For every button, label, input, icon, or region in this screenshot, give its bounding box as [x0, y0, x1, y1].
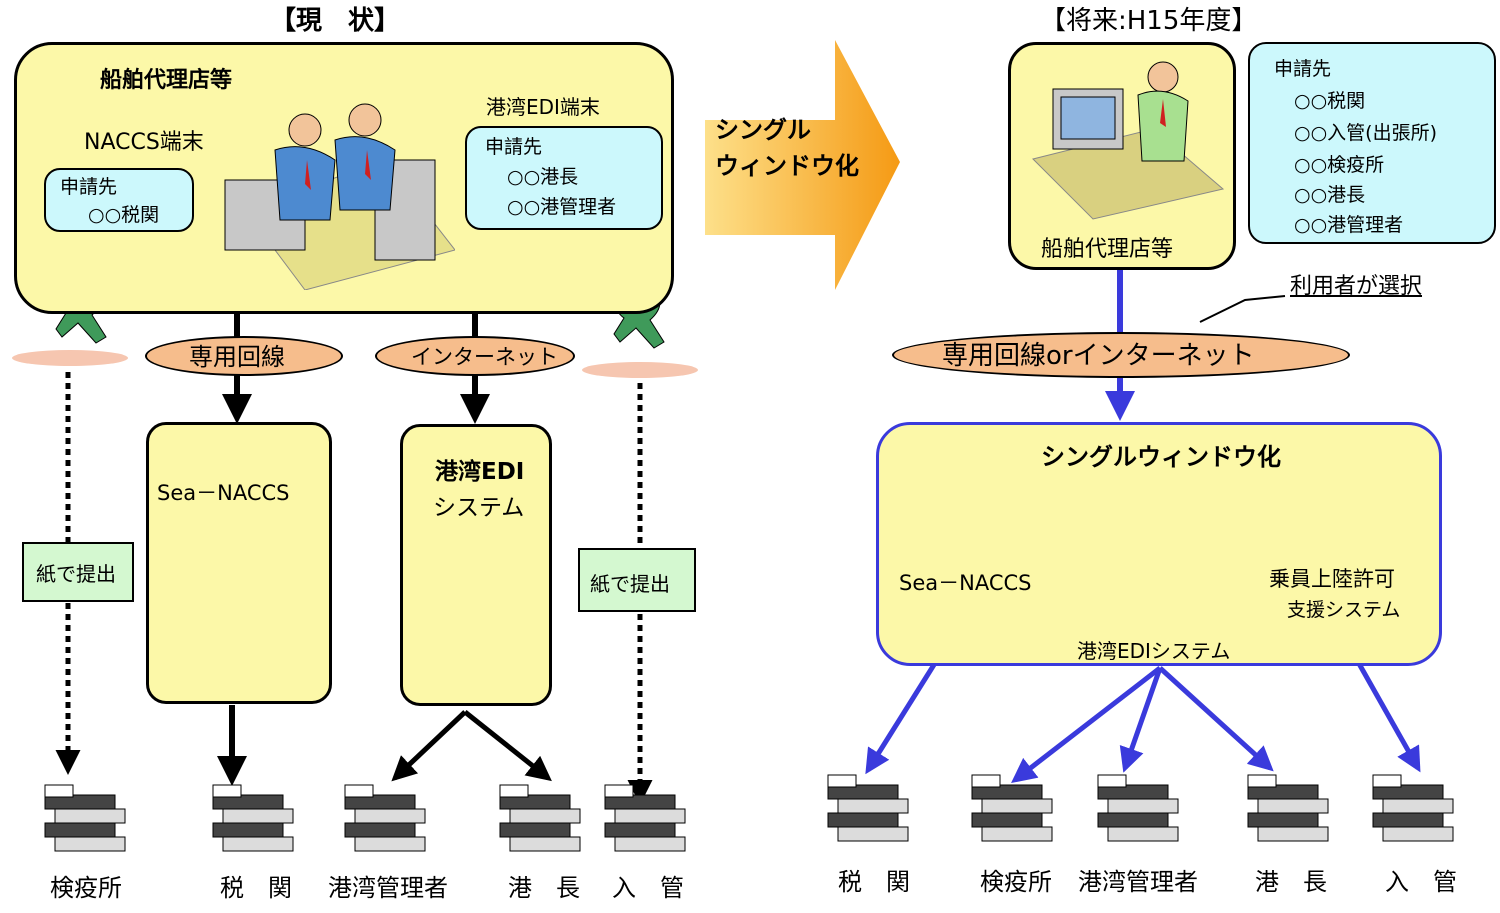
- dest-right-1: 検疫所: [980, 868, 1052, 896]
- dest-right-4: 入 管: [1385, 868, 1457, 896]
- internet-line-oval: インターネット: [375, 336, 575, 376]
- agent-panel-right: 船舶代理店等: [1008, 42, 1236, 270]
- agents-label-left: 船舶代理店等: [100, 68, 233, 93]
- arrow-edi-to-portmgr: [391, 710, 467, 782]
- dest-left-3: 港 長: [508, 874, 580, 902]
- apply-box-left: 申請先 ○○税関: [44, 168, 194, 232]
- dest-right-2: 港湾管理者: [1078, 868, 1198, 896]
- left-heading: 【現 状】: [270, 6, 401, 36]
- apply-future-item-2: ○○検疫所: [1294, 154, 1385, 176]
- apply-box-future: 申請先 ○○税関 ○○入管(出張所) ○○検疫所 ○○港長 ○○港管理者: [1248, 42, 1496, 244]
- document-stack-icon-3: [499, 784, 581, 852]
- apply-future-item-4: ○○港管理者: [1294, 214, 1404, 236]
- apply-box-right: 申請先 ○○港長 ○○港管理者: [465, 126, 663, 230]
- document-stack-icon-9: [1372, 774, 1454, 842]
- dest-right-0: 税 関: [838, 868, 910, 896]
- paper-note-left: 紙で提出: [22, 542, 134, 602]
- apply-item-customs: ○○税関: [88, 204, 160, 226]
- right-heading: 【将来:H15年度】: [1040, 6, 1258, 36]
- arrow-edi-to-harbormaster: [463, 710, 552, 782]
- sys-edi-label: 港湾EDIシステム: [1077, 639, 1231, 663]
- dest-left-1: 税 関: [220, 874, 292, 902]
- sys-crew-label-1: 乗員上陸許可: [1269, 567, 1395, 591]
- sea-naccs-label: Sea－NACCS: [157, 481, 290, 505]
- agents-label-right: 船舶代理店等: [1041, 237, 1174, 262]
- apply-item-harbormaster: ○○港長: [507, 166, 579, 188]
- office-workers-illustration: [215, 100, 456, 291]
- single-window-label: シングルウィンドウ化: [1041, 443, 1281, 471]
- apply-future-item-1: ○○入管(出張所): [1294, 122, 1437, 144]
- network-oval-right: 専用回線orインターネット: [892, 332, 1350, 378]
- document-stack-icon-8: [1247, 774, 1329, 842]
- document-stack-icon-5: [827, 774, 909, 842]
- document-stack-icon-2: [344, 784, 426, 852]
- edi-system-label-2: システム: [433, 495, 525, 521]
- arrow-to-portmgr-r: [1119, 667, 1163, 773]
- naccs-terminal-label: NACCS端末: [84, 130, 204, 155]
- edi-terminal-label: 港湾EDI端末: [486, 95, 600, 119]
- user-choice-label: 利用者が選択: [1290, 274, 1423, 299]
- edi-system-label-1: 港湾EDI: [435, 459, 525, 485]
- apply-title-left: 申請先: [60, 176, 118, 198]
- arrow-label-line-1: シングル: [715, 116, 811, 144]
- dest-left-4: 入 管: [612, 874, 684, 902]
- dest-left-0: 検疫所: [50, 874, 122, 902]
- paper-note-right: 紙で提出: [578, 548, 696, 612]
- document-stack-icon-7: [1097, 774, 1179, 842]
- arrow-label-line-2: ウィンドウ化: [715, 152, 859, 180]
- apply-future-title: 申請先: [1274, 58, 1332, 80]
- sea-naccs-system: Sea－NACCS: [146, 422, 332, 704]
- document-stack-icon-6: [971, 774, 1053, 842]
- sys-crew-label-2: 支援システム: [1287, 599, 1401, 621]
- document-stack-icon-0: [44, 784, 126, 852]
- apply-title-right: 申請先: [485, 136, 543, 158]
- dedicated-line-oval: 専用回線: [145, 336, 343, 376]
- document-stack-icon-1: [212, 784, 294, 852]
- paper-label-left: 紙で提出: [36, 562, 116, 586]
- internet-line-label: インターネット: [411, 345, 558, 369]
- single-window-panel: シングルウィンドウ化 Sea－NACCS 港湾EDIシステム 乗員上陸許可 支援…: [876, 422, 1442, 666]
- user-choice-pointer: [1199, 295, 1286, 323]
- apply-item-portmgr: ○○港管理者: [507, 196, 617, 218]
- dest-right-3: 港 長: [1255, 868, 1327, 896]
- paper-label-right: 紙で提出: [590, 572, 670, 596]
- document-stack-icon-4: [604, 784, 686, 852]
- port-edi-system: 港湾EDI システム: [400, 424, 552, 706]
- apply-future-item-3: ○○港長: [1294, 184, 1366, 206]
- big-transition-arrow: [705, 40, 900, 290]
- arrow-to-quarantine-r: [1011, 666, 1162, 784]
- dest-left-2: 港湾管理者: [328, 874, 448, 902]
- apply-future-item-0: ○○税関: [1294, 90, 1366, 112]
- dedicated-line-label: 専用回線: [189, 343, 285, 371]
- sys-naccs-label: Sea－NACCS: [899, 571, 1032, 595]
- arrow-to-harbormaster-r: [1158, 666, 1274, 772]
- network-label-right: 専用回線orインターネット: [942, 341, 1255, 371]
